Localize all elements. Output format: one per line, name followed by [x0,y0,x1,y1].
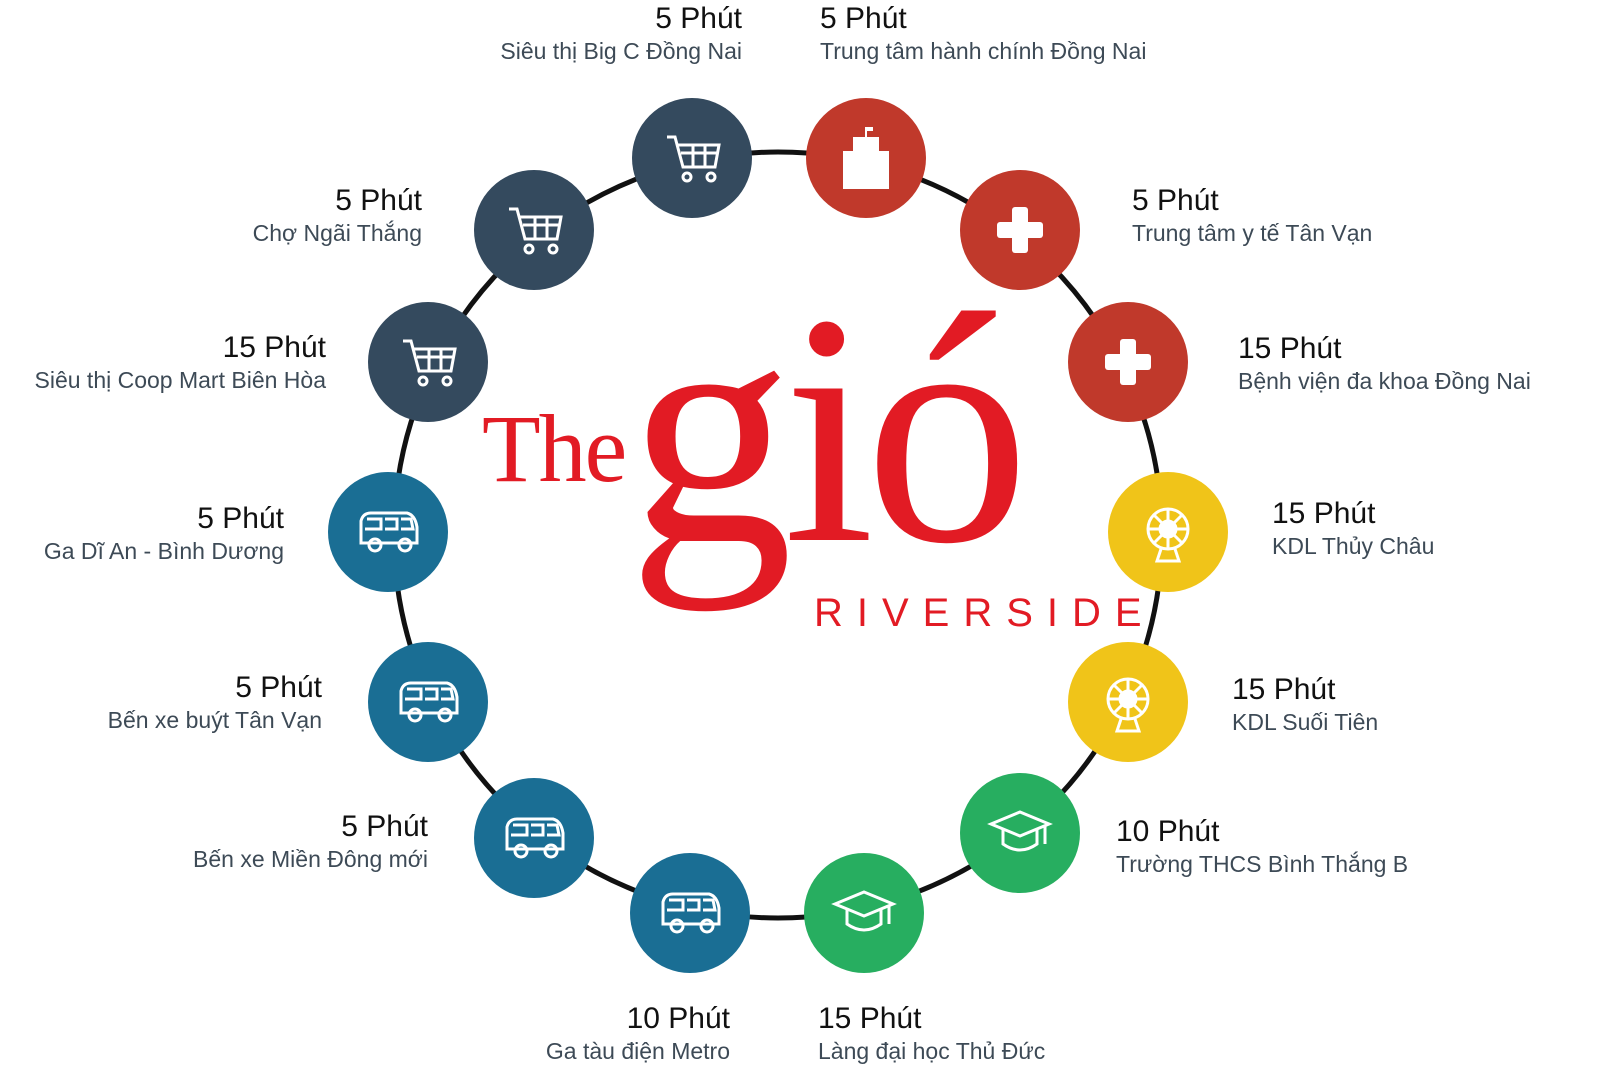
shopping-cart-icon [401,339,457,387]
node-kdl-thuy-chau[interactable] [1108,472,1228,592]
node-lang-dai-hoc[interactable] [804,853,924,973]
node-big-c[interactable] [632,98,752,218]
node-trung-tam-hanh-chinh[interactable] [806,98,926,218]
node-coop-mart[interactable] [368,302,488,422]
shopping-cart-icon [507,207,563,255]
bus-icon [661,892,721,934]
bus-icon [359,511,419,553]
node-buyt-tan-van[interactable] [368,642,488,762]
building-icon [843,127,889,189]
bus-icon [399,681,459,723]
logo-gio: gió [628,247,1030,612]
medical-cross-icon [1105,339,1151,385]
graduation-cap-icon [833,890,895,932]
node-thcs-binh-thang[interactable] [960,773,1080,893]
node-kdl-suoi-tien[interactable] [1068,642,1188,762]
node-ga-di-an[interactable] [328,472,448,592]
the-gio-riverside-logo: The gió RIVERSIDE [478,265,1142,685]
node-benh-vien[interactable] [1068,302,1188,422]
logo-the: The [482,395,627,502]
node-y-te-tan-van[interactable] [960,170,1080,290]
graduation-cap-icon [989,810,1051,852]
ferris-wheel-icon [1146,507,1190,563]
shopping-cart-icon [665,135,721,183]
node-mien-dong[interactable] [474,778,594,898]
ferris-wheel-icon [1106,677,1150,733]
medical-cross-icon [997,207,1043,253]
node-cho-ngai-thang[interactable] [474,170,594,290]
logo-riverside: RIVERSIDE [814,591,1156,635]
node-ga-metro[interactable] [630,853,750,973]
bus-icon [505,817,565,859]
